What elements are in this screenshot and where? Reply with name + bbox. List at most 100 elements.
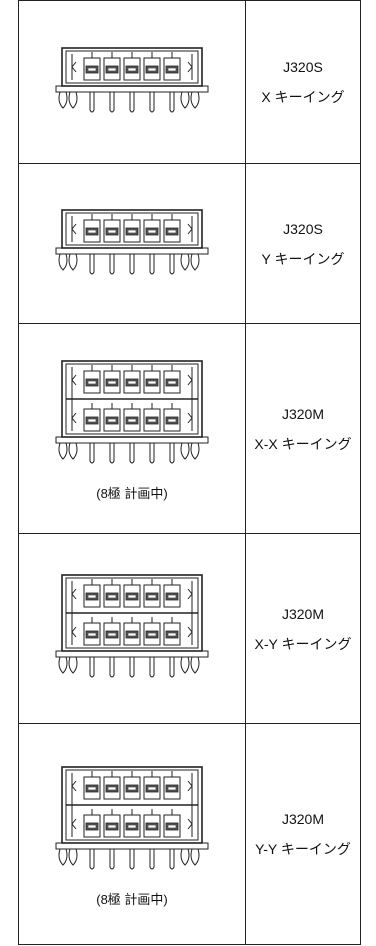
right-board-lock (190, 848, 200, 866)
right-board-lock (180, 442, 190, 460)
terminal-contact-detail (167, 594, 177, 598)
right-board-lock (180, 253, 190, 271)
left-board-lock (68, 848, 78, 866)
label-cell: J320S Y キーイング (245, 163, 361, 324)
connector-image-cell: (8極 計画中) (18, 723, 246, 945)
right-board-lock (190, 91, 200, 109)
terminal-contact-detail (147, 380, 157, 385)
pcb-pin (109, 656, 115, 677)
pcb-pin (129, 253, 135, 274)
model-name: J320M (281, 811, 325, 827)
bottom-flange (55, 247, 209, 254)
left-key-mark (71, 223, 77, 234)
pcb-pin (169, 443, 175, 464)
pcb-pin (149, 253, 155, 274)
table-row: J320S Y キーイング (18, 163, 361, 324)
terminal-contact-detail (147, 632, 157, 636)
keying-label: Y キーイング (261, 250, 345, 267)
terminal-contact-detail (87, 380, 97, 385)
pcb-pin (149, 848, 155, 869)
keying-label: X-X キーイング (254, 435, 352, 452)
right-key-mark (187, 223, 193, 234)
left-key-mark (71, 818, 77, 829)
right-key-mark (187, 374, 193, 386)
connector-drawing-double (55, 360, 209, 464)
connector-image-cell (18, 533, 246, 724)
right-board-lock (190, 253, 200, 271)
bottom-flange (55, 650, 209, 657)
terminal-contact-detail (127, 380, 137, 385)
left-key-mark (71, 780, 77, 791)
pcb-pin (169, 92, 175, 113)
terminal-contact-detail (147, 786, 157, 790)
terminal-contact-detail (127, 824, 137, 828)
terminal-contact-detail (127, 229, 137, 233)
keying-label: X キーイング (261, 89, 345, 105)
right-board-lock (190, 656, 200, 674)
terminal-contact-detail (127, 594, 137, 598)
terminal-contact-detail (167, 67, 177, 72)
table-row: J320S X キーイング (18, 0, 361, 164)
terminal-contact-detail (167, 824, 177, 828)
housing-inner-outline (65, 50, 199, 84)
terminal-contact-detail (147, 594, 157, 598)
connector-image-cell: (8極 計画中) (18, 323, 246, 534)
connector-drawing-double (55, 573, 209, 677)
right-key-mark (187, 588, 193, 599)
label-cell: J320M Y-Y キーイング (245, 723, 361, 945)
pcb-pin (149, 656, 155, 677)
table-row: J320M X-Y キーイング (18, 533, 361, 724)
model-name: J320S (283, 59, 323, 75)
label-cell: J320M X-X キーイング (245, 323, 361, 534)
pcb-pin (109, 253, 115, 274)
terminal-contact-detail (107, 786, 117, 790)
bottom-flange (55, 85, 209, 93)
bottom-flange (55, 436, 209, 444)
pcb-pin (129, 848, 135, 869)
model-name: J320S (283, 220, 323, 237)
connector-image-cell (18, 0, 246, 164)
left-board-lock (58, 656, 68, 674)
terminal-contact-detail (87, 594, 97, 598)
label-cell: J320S X キーイング (245, 0, 361, 164)
terminal-contact-detail (87, 229, 97, 233)
right-board-lock (180, 91, 190, 109)
pcb-pin (89, 253, 95, 274)
model-name: J320M (281, 405, 325, 422)
table-row: (8極 計画中) J320M Y-Y キーイング (18, 723, 361, 945)
left-board-lock (68, 91, 78, 109)
housing-inner-outline (65, 212, 199, 245)
left-board-lock (58, 253, 68, 271)
terminal-contact-detail (147, 229, 157, 233)
pcb-pin (149, 443, 155, 464)
pcb-pin (89, 92, 95, 113)
right-board-lock (180, 656, 190, 674)
left-key-mark (71, 588, 77, 599)
right-key-mark (187, 780, 193, 791)
connector-image-cell (18, 163, 246, 324)
bottom-flange (55, 842, 209, 849)
keying-label: X-Y キーイング (254, 635, 352, 652)
terminal-contact-detail (147, 418, 157, 423)
pcb-pin (89, 656, 95, 677)
terminal-contact-detail (107, 67, 117, 72)
terminal-contact-detail (167, 380, 177, 385)
terminal-contact-detail (167, 786, 177, 790)
left-key-mark (71, 374, 77, 386)
pcb-pin (129, 92, 135, 113)
pcb-pin (89, 848, 95, 869)
terminal-contact-detail (167, 418, 177, 423)
terminal-contact-detail (87, 67, 97, 72)
left-board-lock (58, 91, 68, 109)
pcb-pin (129, 443, 135, 464)
pcb-pin (169, 253, 175, 274)
right-key-mark (187, 61, 193, 73)
terminal-contact-detail (107, 632, 117, 636)
terminal-contact-detail (87, 824, 97, 828)
terminal-contact-detail (107, 229, 117, 233)
table-row: (8極 計画中) J320M X-X キーイング (18, 323, 361, 534)
terminal-contact-detail (127, 67, 137, 72)
right-board-lock (180, 848, 190, 866)
terminal-contact-detail (87, 632, 97, 636)
left-board-lock (68, 442, 78, 460)
